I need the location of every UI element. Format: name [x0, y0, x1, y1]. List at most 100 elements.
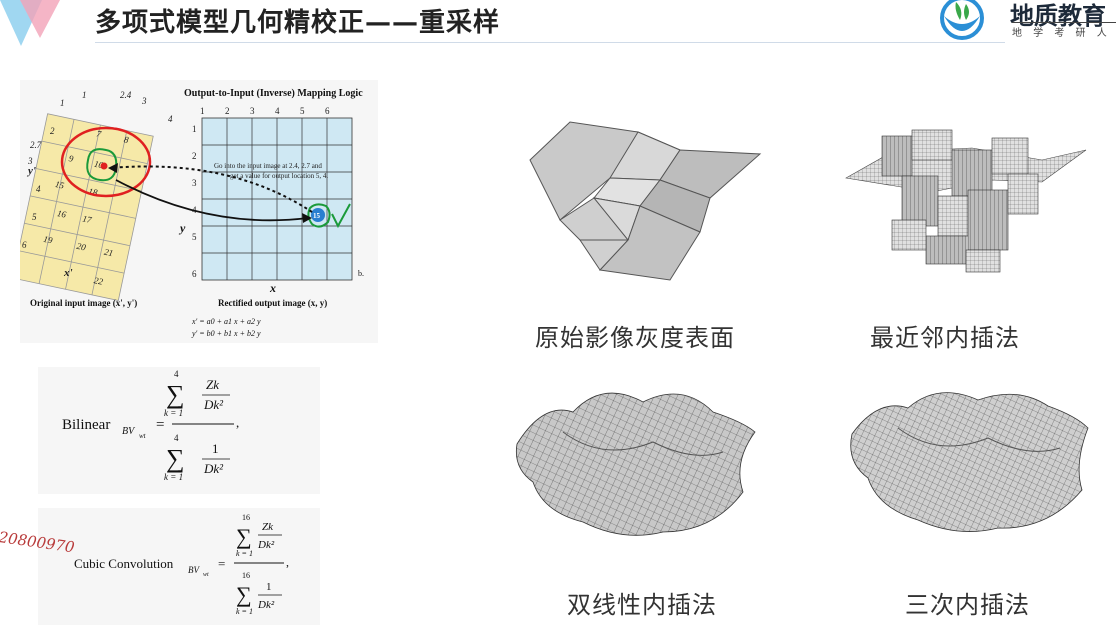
- svg-text:,: ,: [286, 555, 289, 569]
- denominator: Dk²: [203, 461, 224, 476]
- svg-text:=: =: [156, 417, 164, 433]
- y-tick: 3: [192, 178, 197, 188]
- y-prime-label: y': [26, 165, 36, 177]
- cell-value: 16: [56, 208, 67, 220]
- denominator: Dk²: [257, 539, 275, 551]
- sum-lower: k = 1: [236, 607, 253, 616]
- input-left-label: 3: [27, 156, 33, 166]
- cell-value: 8: [123, 134, 130, 145]
- output-image-caption: Rectified output image (x, y): [218, 298, 327, 308]
- sum-lower: k = 1: [164, 408, 183, 418]
- bilinear-formula: Bilinear BV wt = 4 ∑ k = 1 Zk Dk² , 4 ∑ …: [38, 367, 320, 494]
- title-divider: [95, 42, 1005, 43]
- x-tick: 6: [325, 106, 330, 116]
- bilinear-label: Bilinear: [62, 417, 110, 433]
- input-left-label: 5: [32, 212, 37, 222]
- sigma-icon: ∑: [166, 444, 185, 473]
- mapping-note-line2: get a value for output location 5, 4.: [230, 172, 328, 180]
- mapping-note-line1: Go into the input image at 2.4, 2.7 and: [214, 162, 322, 170]
- page-title: 多项式模型几何精校正——重采样: [95, 8, 501, 38]
- sum-upper: 4: [174, 433, 179, 443]
- caption-bilinear: 双线性内插法: [567, 591, 717, 619]
- logo-text: 地质教育: [1010, 1, 1106, 30]
- y-tick: 5: [192, 232, 197, 242]
- sigma-icon: ∑: [166, 380, 185, 409]
- cell-value: 17: [82, 213, 93, 225]
- y-tick: 6: [192, 269, 197, 279]
- sum-upper: 4: [174, 369, 179, 379]
- brand-logo: 地质教育 地 学 考 研 人 的: [930, 0, 1116, 44]
- svg-text:=: =: [218, 556, 225, 571]
- cell-value: 10: [93, 159, 104, 171]
- search-neighborhood-circle: [60, 126, 152, 198]
- check-mark-icon: [331, 203, 351, 229]
- denominator: Dk²: [257, 599, 275, 611]
- output-pixel-marker: [311, 208, 325, 222]
- y-tick: 2: [192, 151, 197, 161]
- x-tick: 1: [200, 106, 205, 116]
- cell-value: 15: [54, 179, 65, 191]
- bilinear-subscript: BV: [122, 426, 136, 437]
- sum-upper: 16: [242, 571, 250, 580]
- cubic-label: Cubic Convolution: [74, 556, 174, 571]
- sigma-icon: ∑: [236, 524, 252, 549]
- input-left-label: 1: [60, 98, 65, 108]
- cell-value: 22: [93, 275, 104, 287]
- cell-value: 7: [96, 128, 103, 139]
- cell-value: 19: [43, 234, 54, 246]
- bilinear-subscript-2: wt: [139, 432, 147, 440]
- input-left-label: 6: [22, 240, 27, 250]
- input-top-label: 2.4: [120, 90, 132, 100]
- input-location-dot: [100, 162, 108, 170]
- cell-value: 20: [76, 241, 87, 253]
- cubic-equation: Cubic Convolution BV wt = 16 ∑ k = 1 Zk …: [74, 513, 289, 616]
- input-left-label: 2.7: [30, 140, 42, 150]
- cubic-subscript: BV: [188, 565, 200, 575]
- figure-title: Output-to-Input (Inverse) Mapping Logic: [184, 88, 363, 99]
- logo-emblem-icon: [940, 0, 984, 40]
- svg-text:,: ,: [236, 415, 239, 430]
- cell-value: 18: [87, 186, 98, 198]
- x-tick: 4: [275, 106, 280, 116]
- sigma-icon: ∑: [236, 582, 252, 607]
- sum-lower: k = 1: [236, 549, 253, 558]
- forward-arrowhead-icon: [302, 213, 312, 223]
- input-top-label: 3: [141, 96, 147, 106]
- sum-upper: 16: [242, 513, 250, 522]
- numerator: Zk: [262, 521, 274, 533]
- one: 1: [212, 441, 219, 456]
- panel-b-label: b.: [358, 269, 364, 278]
- input-image-grid: 7 8 9 10 15 16 17 18 19 20 21 22: [12, 113, 154, 302]
- output-image-grid: [201, 117, 353, 281]
- input-left-label: 2: [50, 126, 55, 136]
- mapping-figure: 7 8 9 10 15 16 17 18 19 20 21 22 1 2.4 3…: [12, 80, 378, 343]
- bilinear-equation: Bilinear BV wt = 4 ∑ k = 1 Zk Dk² , 4 ∑ …: [62, 369, 239, 482]
- inverse-arrowhead-icon: [108, 163, 118, 173]
- y-axis-label: y: [178, 221, 186, 235]
- caption-cubic: 三次内插法: [905, 591, 1030, 619]
- equation-x: x' = a0 + a1 x + a2 y: [191, 317, 261, 326]
- input-image-caption: Original input image (x', y'): [30, 298, 137, 308]
- input-left-label: 4: [36, 184, 41, 194]
- cubic-surface-image: [838, 372, 1096, 544]
- bilinear-surface-image: [503, 372, 763, 544]
- x-tick: 3: [250, 106, 255, 116]
- denominator: Dk²: [203, 397, 224, 412]
- input-top-label: 1: [82, 90, 87, 100]
- cell-value: 21: [103, 247, 114, 259]
- cell-value: 9: [68, 153, 75, 164]
- mapping-diagram: 7 8 9 10 15 16 17 18 19 20 21 22 1 2.4 3…: [12, 88, 364, 338]
- forward-mapping-arrow: [115, 179, 309, 222]
- cubic-subscript-2: wt: [203, 572, 209, 578]
- logo-subtitle: 地 学 考 研 人 的: [1012, 22, 1116, 39]
- output-pixel-label: 15: [313, 212, 321, 220]
- x-tick: 5: [300, 106, 305, 116]
- caption-nearest: 最近邻内插法: [870, 324, 1020, 352]
- numerator: Zk: [206, 377, 219, 392]
- sum-lower: k = 1: [164, 472, 183, 482]
- equation-y: y' = b0 + b1 x + b2 y: [191, 329, 261, 338]
- y-tick: 1: [192, 124, 197, 134]
- corner-decoration: [0, 0, 60, 46]
- nearest-neighbor-surface-image: [842, 120, 1090, 285]
- input-top-label: 4: [168, 114, 173, 124]
